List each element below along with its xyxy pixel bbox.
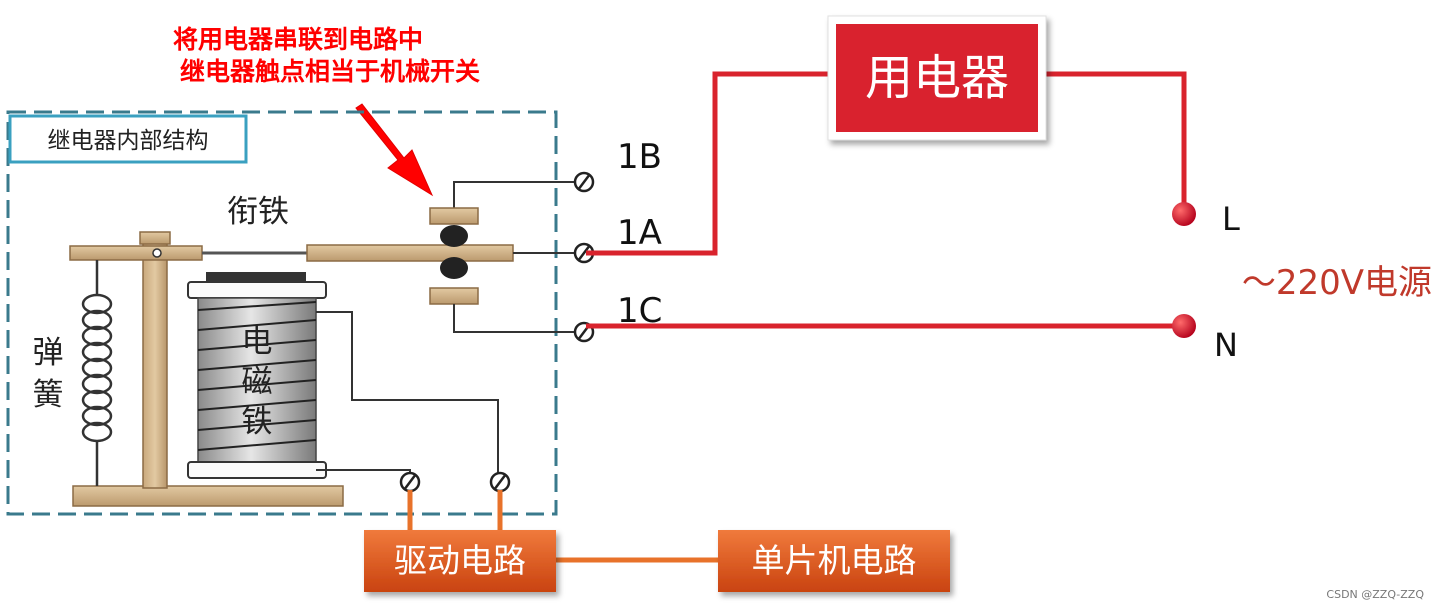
terminal-n-label: N: [1214, 326, 1238, 364]
load-box-inner: [836, 24, 1038, 132]
terminal-1b-label: 1B: [617, 137, 662, 177]
annotation-arrow: [355, 103, 434, 197]
contact-point-lower: [440, 257, 468, 279]
annotation-line-1: 将用电器串联到电路中: [173, 25, 423, 54]
spring-label-1: 弹: [33, 335, 64, 371]
watermark: CSDN @ZZQ-ZZQ: [1326, 588, 1424, 601]
armature-label: 衔铁: [227, 194, 289, 230]
coil-core-top: [206, 272, 306, 282]
mcu-label: 单片机电路: [752, 541, 917, 580]
relay-base: [72, 485, 344, 507]
relay-post: [142, 239, 168, 489]
coil-terminal-2-icon: [489, 471, 511, 493]
terminal-l-dot: [1172, 202, 1196, 226]
terminal-l-label: L: [1222, 200, 1240, 238]
coil-terminal-1-icon: [399, 471, 421, 493]
coil-lead-1: [316, 311, 499, 480]
coil-label-3: 铁: [242, 404, 273, 440]
power-source-label: ～220V电源: [1242, 263, 1432, 303]
driver-box: [364, 530, 556, 592]
driver-label: 驱动电路: [394, 541, 526, 580]
load-wire-left: [586, 71, 830, 256]
relay-outline: [6, 110, 558, 516]
contact-top: [429, 207, 479, 225]
contact-1c-wire: [453, 304, 582, 333]
terminal-1b-icon: [573, 171, 595, 193]
pivot-icon: [152, 248, 162, 258]
contact-point-upper: [440, 225, 468, 247]
terminal-1a-icon: [573, 242, 595, 264]
coil-top-cap: [187, 281, 327, 299]
contact-1b-wire: [453, 181, 582, 210]
spring-label-2: 簧: [33, 377, 64, 413]
armature-bar: [306, 244, 514, 262]
load-wire-right: [1045, 71, 1187, 212]
mcu-box: [718, 530, 950, 592]
annotation-line-2: 继电器触点相当于机械开关: [180, 57, 480, 86]
structure-label-box: [8, 114, 248, 164]
structure-label: 继电器内部结构: [48, 128, 209, 154]
post-cap: [139, 231, 171, 245]
coil-label-1: 电: [242, 324, 273, 360]
contact-bottom: [429, 287, 479, 305]
terminal-1a-label: 1A: [617, 213, 662, 253]
coil-lead-2: [316, 469, 411, 480]
coil-label-2: 磁: [242, 364, 273, 400]
coil-windings: [197, 301, 317, 451]
armature-lever: [69, 245, 203, 261]
spring-icon: [81, 260, 113, 486]
load-label: 用电器: [865, 50, 1009, 106]
terminal-n-dot: [1172, 314, 1196, 338]
coil-bottom-cap: [187, 461, 327, 479]
